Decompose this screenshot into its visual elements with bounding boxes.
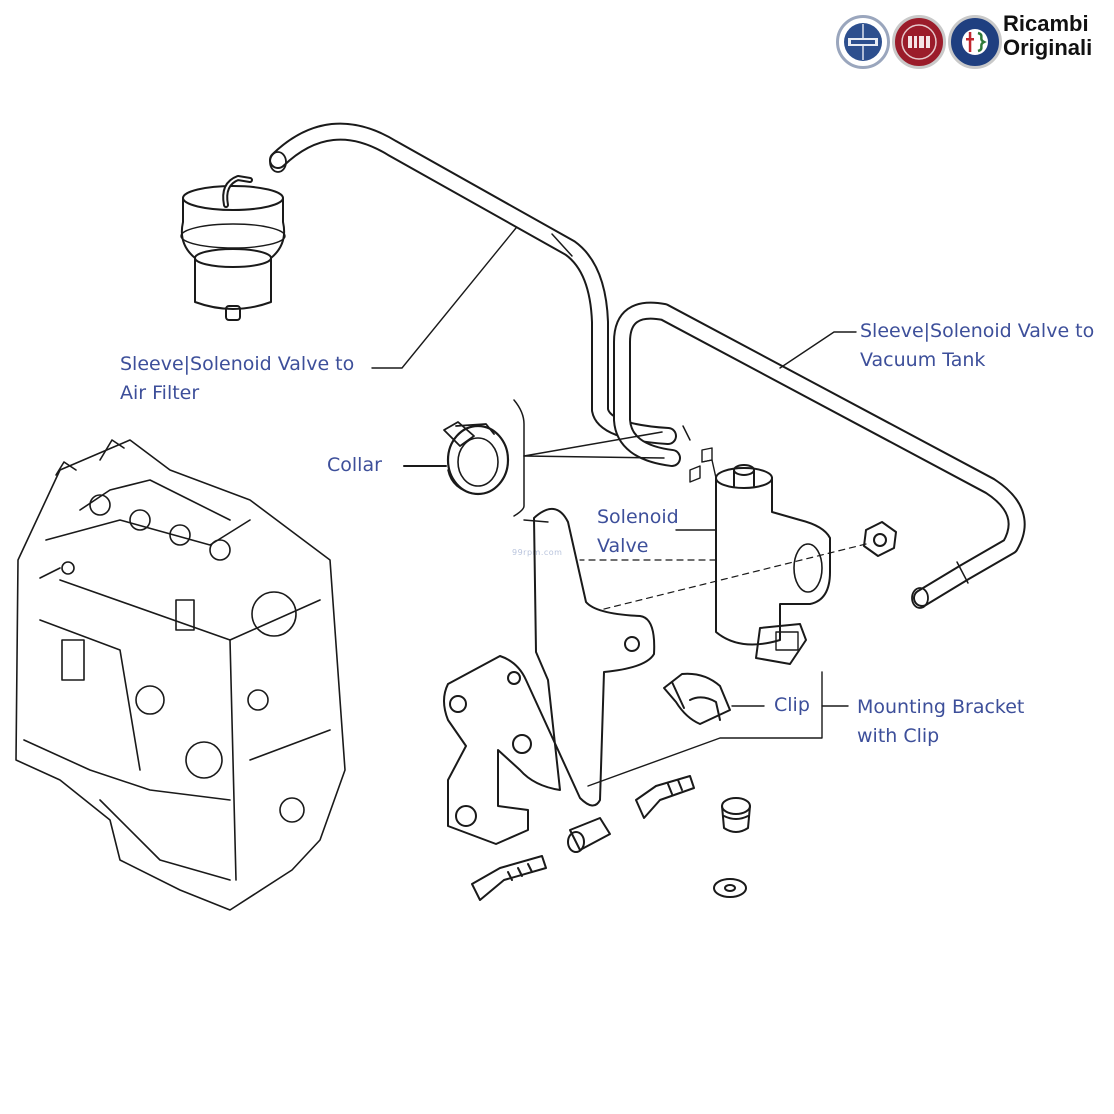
rubber-grommet [721,797,751,833]
label-mounting-bracket-line2: with Clip [857,725,940,747]
alfa-romeo-logo [948,15,1002,69]
engine-block [15,439,346,911]
air-filter-canister [180,175,286,321]
label-mounting-bracket: Mounting Bracket with Clip [857,693,1024,751]
fiat-badge-icon [901,24,937,60]
washer [713,878,747,898]
label-solenoid-valve-line1: Solenoid [597,506,679,528]
alfa-romeo-badge-icon [962,29,988,55]
label-sleeve-air-filter: Sleeve|Solenoid Valve to Air Filter [120,350,354,408]
lancia-logo [836,15,890,69]
leader-lines [371,227,857,787]
spacer-sleeve [567,817,611,853]
solenoid-valve [689,447,831,665]
label-mounting-bracket-line1: Mounting Bracket [857,696,1025,718]
label-solenoid-valve: Solenoid Valve [597,503,679,561]
label-sleeve-air-filter-line1: Sleeve|Solenoid Valve to [120,353,355,375]
label-sleeve-vacuum-tank-line1: Sleeve|Solenoid Valve to [860,320,1095,342]
bolt-short [635,775,695,819]
hose-to-vacuum-tank [613,301,1026,609]
label-clip-line1: Clip [774,694,810,716]
label-sleeve-vacuum-tank-line2: Vacuum Tank [860,349,986,371]
clip-part [663,672,731,725]
brand-title: Ricambi Originali [1003,12,1092,60]
fiat-logo [892,15,946,69]
label-sleeve-vacuum-tank: Sleeve|Solenoid Valve to Vacuum Tank [860,317,1094,375]
brand-title-line1: Ricambi [1003,11,1089,36]
label-clip: Clip [774,691,810,720]
brand-title-line2: Originali [1003,35,1093,60]
label-solenoid-valve-line2: Valve [597,535,649,557]
bolt-long [471,855,547,901]
label-sleeve-air-filter-line2: Air Filter [120,382,200,404]
alignment-lines [579,543,867,611]
label-collar: Collar [327,451,382,480]
lancia-shield-icon [844,23,882,61]
label-collar-line1: Collar [327,454,382,476]
mounting-bracket [443,508,656,845]
watermark: 99rpm.com [512,548,563,557]
hex-nut [863,521,897,557]
collar-clamp [443,421,510,496]
